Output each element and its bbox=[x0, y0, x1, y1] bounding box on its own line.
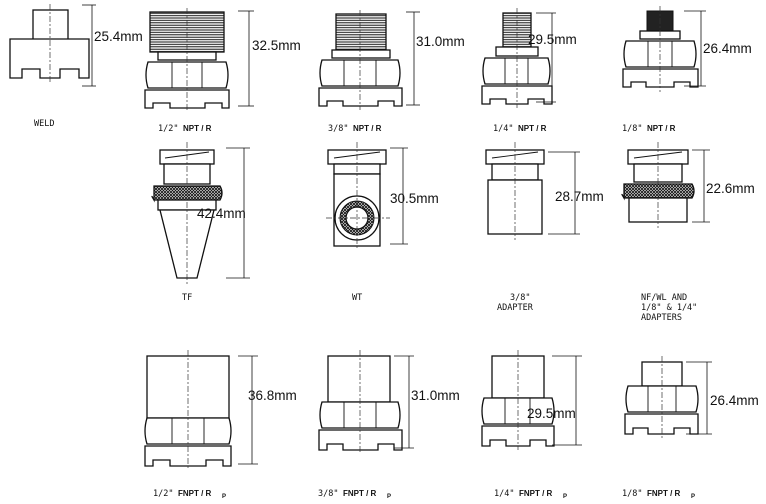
fnpt-1-2-size: 1/2" bbox=[153, 489, 173, 499]
fnpt-1-8-dimension: 26.4mm bbox=[710, 393, 759, 408]
npt-1-4-type: NPT / R bbox=[518, 124, 547, 133]
tf-caption: TF bbox=[182, 293, 192, 303]
npt-1-2-dimension: 32.5mm bbox=[252, 38, 301, 53]
npt-1-8-size: 1/8" bbox=[622, 124, 642, 134]
npt-3-8-type: NPT / R bbox=[353, 124, 382, 133]
fnpt-1-4-dimension: 29.5mm bbox=[527, 406, 576, 421]
nf-wl-fitting: 22.6mm NF/WL AND 1/8" & 1/4" ADAPTERS bbox=[621, 142, 755, 323]
adapter-3-8-dimension: 28.7mm bbox=[555, 189, 604, 204]
fnpt-3-8-type: FNPT / R bbox=[343, 489, 377, 498]
fnpt-3-8-sub: P bbox=[387, 494, 391, 500]
wt-caption: WT bbox=[352, 293, 362, 303]
fnpt-1-4-size: 1/4" bbox=[494, 489, 514, 499]
npt-1-8-fitting: 26.4mm 1/8" NPT / R bbox=[622, 6, 752, 134]
npt-1-4-size: 1/4" bbox=[493, 124, 513, 134]
fnpt-1-4-fitting: 29.5mm 1/4" FNPT / R P bbox=[481, 350, 582, 500]
fnpt-1-4-type: FNPT / R bbox=[519, 489, 553, 498]
npt-3-8-size: 3/8" bbox=[328, 124, 348, 134]
adapter-3-8-caption-line2: ADAPTER bbox=[497, 303, 534, 313]
npt-1-8-dimension: 26.4mm bbox=[703, 41, 752, 56]
npt-1-4-fitting: 29.5mm 1/4" NPT / R bbox=[481, 8, 577, 134]
wt-dimension: 30.5mm bbox=[390, 191, 439, 206]
weld-dimension: 25.4mm bbox=[94, 29, 143, 44]
fnpt-1-2-type: FNPT / R bbox=[178, 489, 212, 498]
npt-1-2-fitting: 32.5mm 1/2" NPT / R bbox=[144, 8, 301, 134]
fnpt-1-4-sub: P bbox=[563, 494, 567, 500]
nf-wl-caption-line1: NF/WL AND bbox=[641, 293, 687, 303]
weld-caption: WELD bbox=[34, 119, 54, 129]
npt-1-8-type: NPT / R bbox=[647, 124, 676, 133]
wt-fitting: 30.5mm WT bbox=[326, 142, 439, 303]
fnpt-1-2-sub: P bbox=[222, 494, 226, 500]
weld-fitting: 25.4mm WELD bbox=[9, 4, 143, 129]
fnpt-1-8-size: 1/8" bbox=[622, 489, 642, 499]
nf-wl-caption-line2: 1/8" & 1/4" bbox=[641, 303, 697, 313]
adapter-3-8-caption-line1: 3/8" bbox=[510, 293, 530, 303]
fnpt-3-8-fitting: 31.0mm 3/8" FNPT / R P bbox=[318, 350, 460, 500]
fnpt-3-8-size: 3/8" bbox=[318, 489, 338, 499]
fnpt-3-8-dimension: 31.0mm bbox=[411, 388, 460, 403]
tf-fitting: 42.4mm TF bbox=[151, 142, 250, 303]
npt-1-2-type: NPT / R bbox=[183, 124, 212, 133]
nf-wl-caption-line3: ADAPTERS bbox=[641, 313, 682, 323]
fnpt-1-8-sub: P bbox=[691, 494, 695, 500]
npt-3-8-fitting: 31.0mm 3/8" NPT / R bbox=[318, 10, 465, 134]
npt-1-4-dimension: 29.5mm bbox=[528, 32, 577, 47]
tf-dimension: 42.4mm bbox=[197, 206, 246, 221]
fnpt-1-8-type: FNPT / R bbox=[647, 489, 681, 498]
fnpt-1-8-fitting: 26.4mm 1/8" FNPT / R P bbox=[622, 356, 759, 500]
npt-3-8-dimension: 31.0mm bbox=[416, 34, 465, 49]
npt-1-2-size: 1/2" bbox=[158, 124, 178, 134]
adapter-3-8-fitting: 28.7mm 3/8" ADAPTER bbox=[485, 142, 604, 313]
fnpt-1-2-dimension: 36.8mm bbox=[248, 388, 297, 403]
nf-wl-dimension: 22.6mm bbox=[706, 181, 755, 196]
fnpt-1-2-fitting: 36.8mm 1/2" FNPT / R P bbox=[144, 350, 297, 500]
